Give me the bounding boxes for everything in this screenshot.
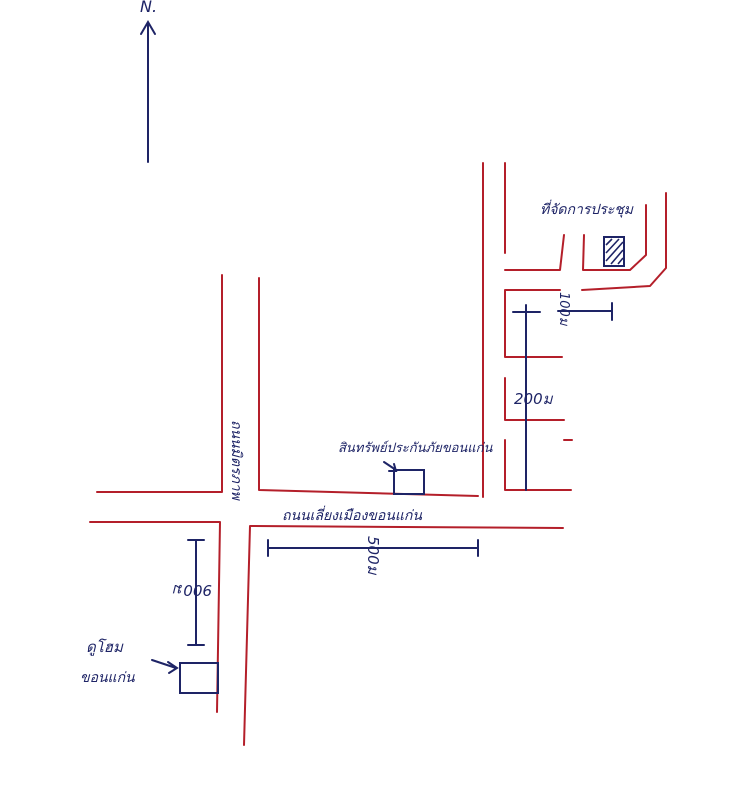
block-middle	[504, 289, 563, 358]
home-pro-city-label: ขอนแก่น	[80, 670, 135, 686]
distance-label-left: 900ม	[172, 581, 212, 599]
insurance-office-box	[393, 469, 425, 495]
insurance-office-arrow	[383, 461, 397, 471]
distance-marker-horizontal	[267, 539, 479, 557]
road-edge-far-right	[581, 192, 667, 291]
road-network	[89, 162, 667, 746]
north-arrow: N.	[140, 0, 157, 163]
distance-label-right-lower: 200ม	[514, 390, 554, 408]
distance-label-horizontal: 500ม	[364, 536, 382, 576]
stadium-box	[603, 236, 625, 267]
north-arrow-head	[140, 20, 156, 35]
block-upper-left	[504, 234, 565, 271]
insurance-office-label: สินทรัพย์ประกันภัยขอนแก่น	[338, 440, 494, 456]
distance-label-right-upper: 100ม	[556, 292, 571, 327]
insurance-office-marker	[383, 461, 425, 495]
block-stadium-bottom	[582, 204, 647, 271]
road-edge-lower-left	[89, 521, 221, 713]
home-pro-arrow	[151, 659, 177, 669]
home-pro-box	[179, 662, 219, 694]
stadium-label: ที่จัดการประชุม	[540, 199, 634, 218]
distance-marker-left	[187, 539, 205, 646]
distance-marker-right-lower	[512, 304, 541, 491]
stadium-marker	[603, 236, 625, 267]
north-label: N.	[140, 0, 157, 16]
home-pro-marker	[151, 659, 219, 694]
road-edge-upper-middle	[258, 277, 479, 497]
road-edge-upper-left	[96, 274, 223, 493]
distance-marker-right-upper	[557, 302, 613, 321]
vertical-road-label: ถนนมิตรภาพ	[228, 420, 244, 502]
block-bottom	[504, 439, 572, 491]
home-pro-label: ดูโฮม	[86, 638, 124, 656]
horizontal-road-label: ถนนเลี่ยงเมืองขอนแก่น	[282, 505, 422, 524]
block-lower	[504, 377, 565, 421]
road-edge-lower-right	[243, 525, 564, 746]
